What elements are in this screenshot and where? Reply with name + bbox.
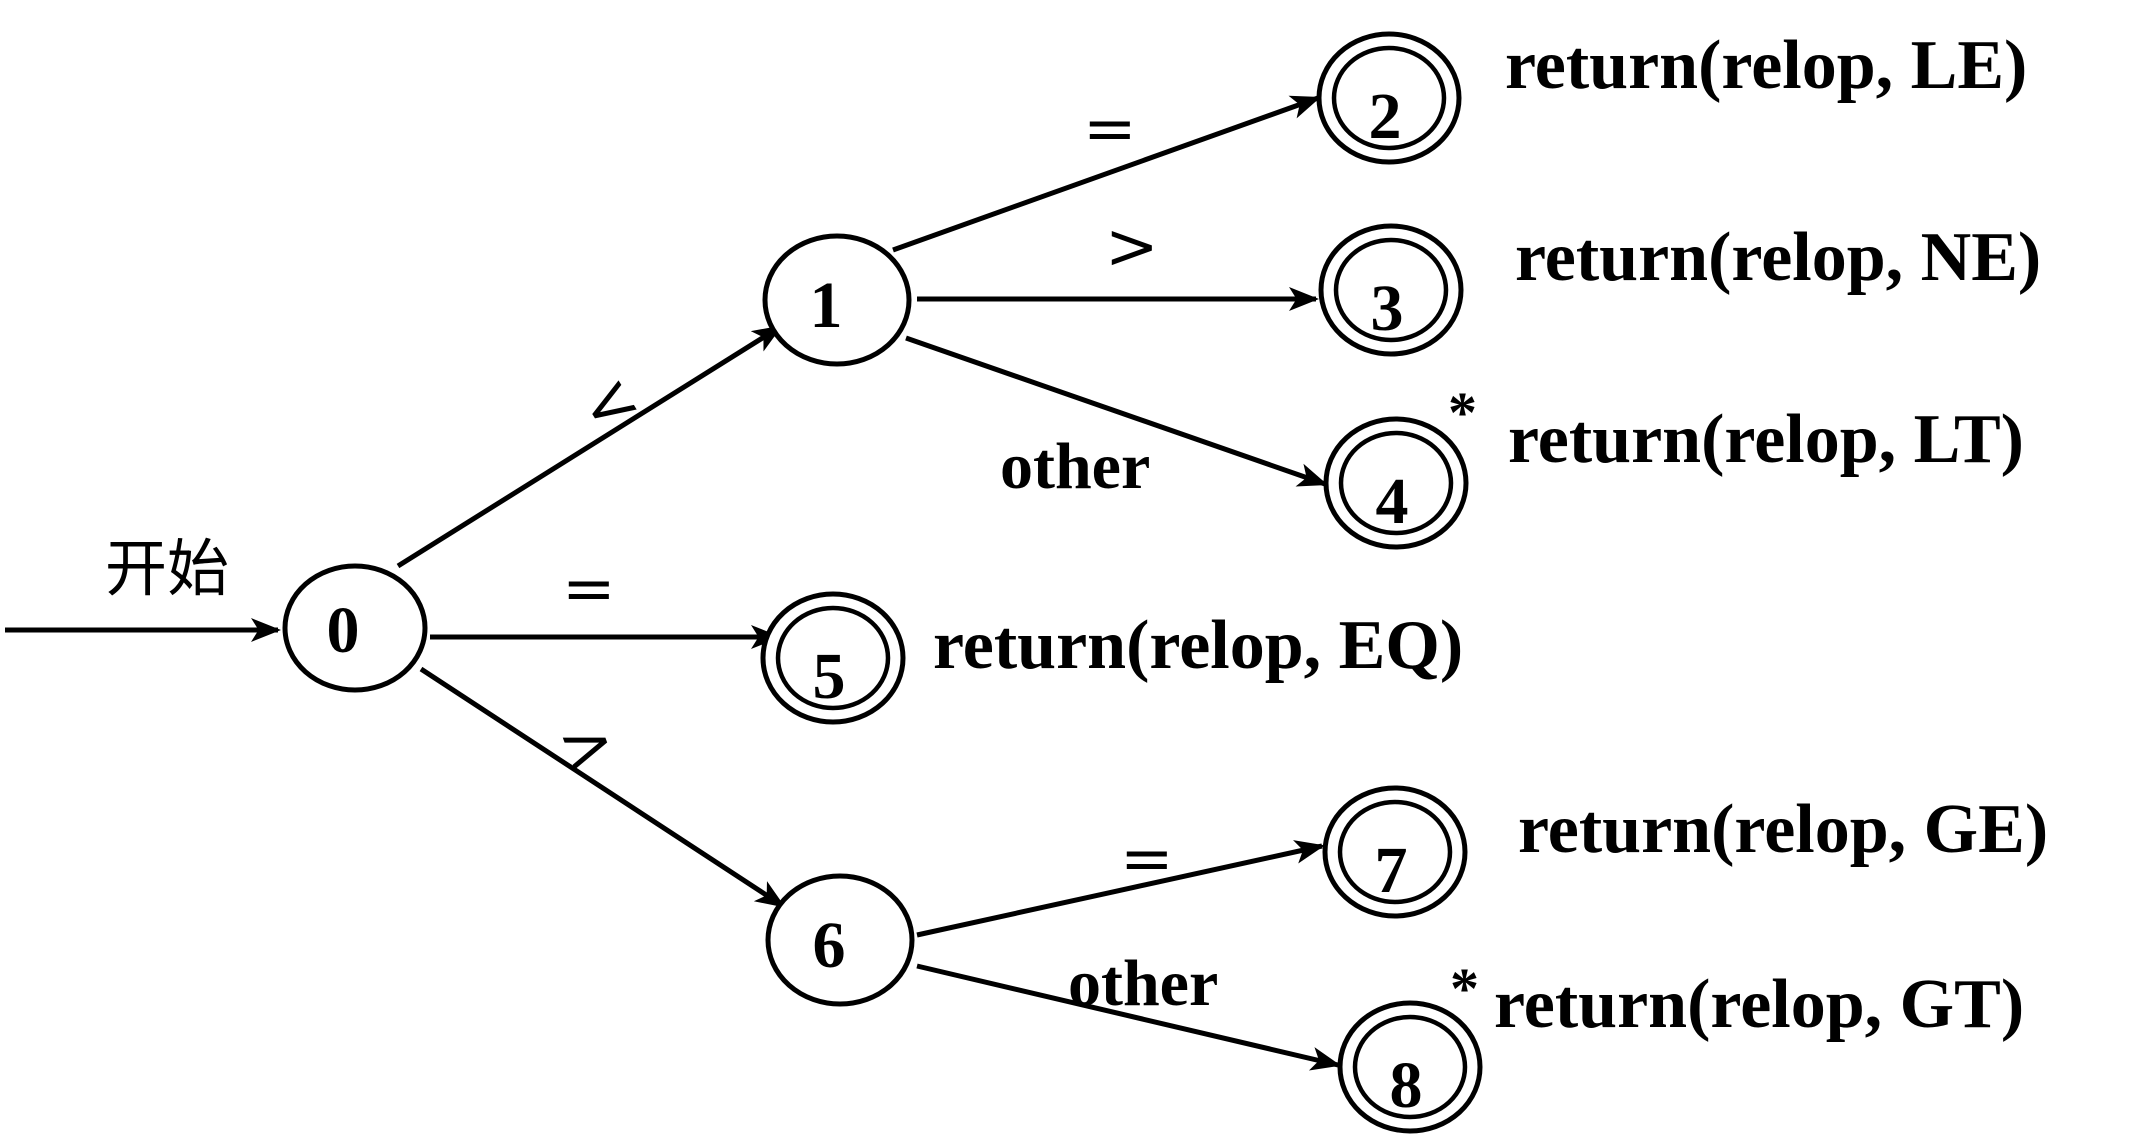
- state-8-label: 8: [1390, 1049, 1423, 1122]
- state-3-label: 3: [1371, 272, 1404, 345]
- state-2: 2: [1316, 31, 1462, 165]
- state-0-label: 0: [327, 594, 360, 667]
- state-5-label: 5: [813, 640, 846, 713]
- state-7: 7: [1322, 785, 1468, 919]
- state-4-label: 4: [1376, 465, 1409, 538]
- state-3: 3: [1318, 223, 1464, 357]
- edge-label-6-8: other: [1068, 947, 1218, 1020]
- edge-label-0-5: =: [562, 552, 616, 626]
- edge-0-6: [419, 666, 786, 909]
- retract-star-4: *: [1448, 380, 1477, 445]
- edge-6-8: [916, 963, 1341, 1071]
- action-label-4: return(relop, LT): [1508, 401, 2024, 478]
- action-label-7: return(relop, GE): [1518, 791, 2048, 868]
- state-8: 8: [1337, 1000, 1483, 1134]
- edge-label-6-7: =: [1120, 822, 1174, 896]
- action-label-2: return(relop, LE): [1505, 27, 2027, 104]
- action-label-5: return(relop, EQ): [933, 607, 1463, 684]
- edge-1-2: [892, 95, 1321, 253]
- state-5: 5: [760, 591, 906, 725]
- edge-0-1: [396, 324, 783, 569]
- state-6-label: 6: [813, 909, 846, 982]
- edge-1-4: [905, 335, 1328, 487]
- edge-label-0-6: >: [549, 702, 625, 790]
- edge-label-0-1: <: [568, 359, 653, 450]
- state-1-label: 1: [810, 269, 843, 342]
- state-1: 1: [762, 233, 912, 367]
- state-2-label: 2: [1369, 80, 1402, 153]
- state-6: 6: [765, 873, 915, 1007]
- edge-6-7: [916, 840, 1325, 938]
- action-label-8: return(relop, GT): [1494, 966, 2024, 1043]
- action-label-3: return(relop, NE): [1515, 219, 2041, 296]
- state-4: 4: [1323, 416, 1469, 550]
- edge-label-1-2: =: [1083, 92, 1137, 166]
- edge-label-1-4: other: [1000, 430, 1150, 503]
- state-7-label: 7: [1375, 834, 1408, 907]
- edge-label-1-3: >: [1105, 210, 1159, 284]
- start-label: 开始: [105, 532, 229, 605]
- state-0: 0: [282, 563, 428, 693]
- retract-star-8: *: [1450, 956, 1479, 1021]
